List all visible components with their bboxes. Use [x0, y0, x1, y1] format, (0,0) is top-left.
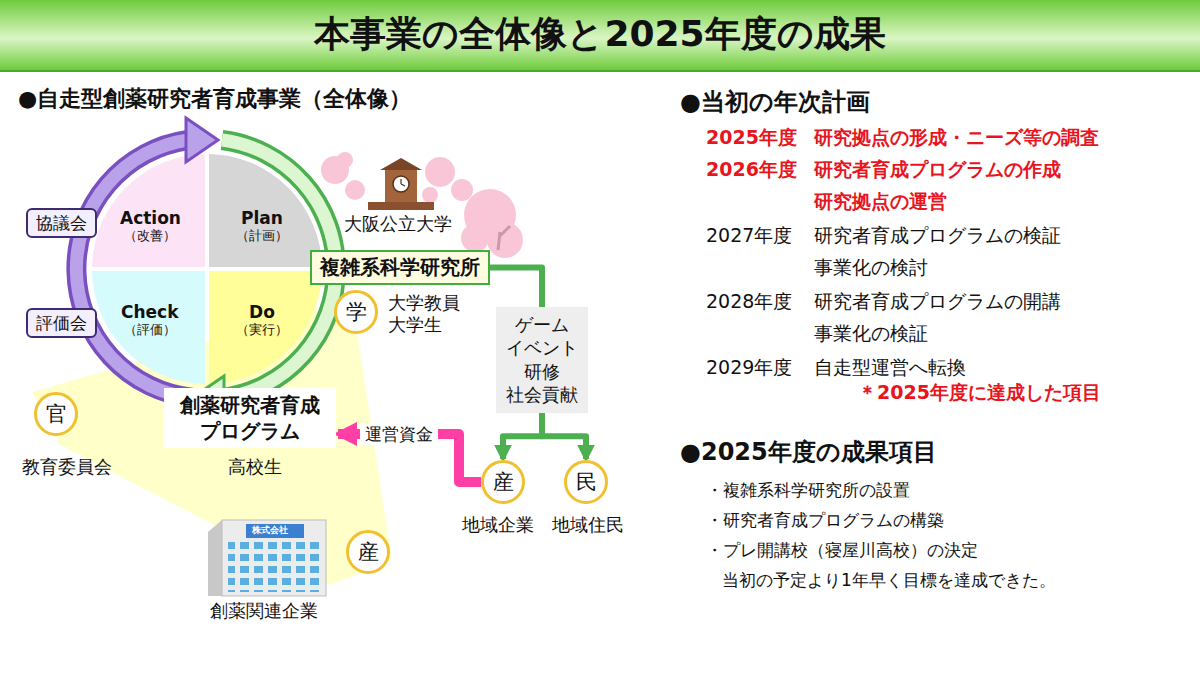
node-text: 産: [349, 533, 387, 571]
title: 本事業の全体像と2025年度の成果: [0, 11, 1200, 57]
node-text: 評価会: [36, 313, 87, 333]
node-text: Check: [121, 302, 179, 322]
label: 株式会社: [252, 525, 288, 536]
label: 2026年度: [706, 158, 797, 181]
label: 事業化の検討: [814, 256, 928, 279]
label: ・研究者育成プログラムの構築: [706, 510, 944, 530]
label: ＊2025年度に達成した項目: [858, 381, 1101, 404]
label: 当初の予定より1年早く目標を達成できた。: [722, 570, 1056, 590]
label: 自走型運営へ転換: [814, 356, 966, 379]
sector-circle: 民: [564, 460, 608, 504]
label: 2025年度: [706, 126, 797, 149]
connector: [490, 268, 542, 308]
connector: [503, 413, 542, 459]
label: 高校生: [228, 456, 282, 478]
node-text: Plan: [236, 208, 288, 228]
label: 研究拠点の形成・ニーズ等の調査: [814, 126, 1099, 149]
clock-tower: [368, 158, 434, 210]
label: ●自走型創薬研究者育成事業（全体像）: [18, 86, 411, 112]
label: 研究拠点の運営: [814, 190, 947, 213]
pdca-quadrant: Plan（計画）: [236, 208, 288, 244]
label: ・プレ開講校（寝屋川高校）の決定: [706, 540, 978, 560]
label: 大学教員 大学生: [388, 292, 470, 335]
institute-box: 複雑系科学研究所: [310, 250, 490, 285]
node-text: 産: [484, 463, 522, 501]
council-box: 協議会: [26, 208, 97, 238]
program-box: 創薬研究者育成 プログラム: [164, 388, 336, 448]
label: ・複雑系科学研究所の設置: [706, 480, 910, 500]
edge-label: 運営資金: [360, 423, 438, 445]
node-text: 創薬研究者育成 プログラム: [170, 392, 330, 444]
node-text: 学: [337, 293, 375, 331]
label: 研究者育成プログラムの作成: [814, 158, 1061, 181]
node-text: 官: [37, 395, 75, 433]
sector-circle: 学: [334, 290, 378, 334]
label: ●2025年度の成果項目: [680, 438, 937, 467]
node-text: （実行）: [236, 322, 288, 338]
pdca-quadrant: Action（改善）: [120, 208, 181, 244]
label: 大阪公立大学: [344, 213, 452, 235]
label: 2027年度: [706, 224, 792, 247]
node-text: 民: [567, 463, 605, 501]
pdca-circle: [92, 154, 322, 384]
cycle-arrow: [76, 118, 218, 398]
tree-trunk: [498, 226, 510, 250]
pdca-quadrant: Check（評価）: [121, 302, 179, 338]
label: 2029年度: [706, 356, 792, 379]
label: 研究者育成プログラムの開講: [814, 290, 1061, 313]
node-text: （評価）: [121, 322, 179, 338]
pdca-quadrant: Do（実行）: [236, 302, 288, 338]
node-text: 協議会: [36, 213, 87, 233]
node-text: （計画）: [236, 228, 288, 244]
label: 地域住民: [552, 514, 624, 536]
node-text: 複雑系科学研究所: [320, 255, 480, 280]
node-text: Action: [120, 208, 181, 228]
sector-circle: 産: [346, 530, 390, 574]
label: 教育委員会: [22, 456, 112, 478]
company-building: [208, 520, 326, 596]
sector-circle: 官: [34, 392, 78, 436]
node-text: Do: [236, 302, 288, 322]
label: ●当初の年次計画: [680, 88, 870, 117]
node-text: （改善）: [120, 228, 181, 244]
cherry-blossom: [321, 152, 523, 258]
node-text: ゲーム イベント 研修 社会貢献: [500, 313, 584, 407]
label: 研究者育成プログラムの検証: [814, 224, 1061, 247]
connector: [542, 413, 586, 459]
label: 事業化の検証: [814, 322, 928, 345]
activity-box: ゲーム イベント 研修 社会貢献: [496, 307, 588, 413]
council-box: 評価会: [26, 308, 97, 338]
label: 創薬関連企業: [210, 600, 318, 622]
label: 地域企業: [462, 514, 534, 536]
label: 2028年度: [706, 290, 792, 313]
sector-circle: 産: [481, 460, 525, 504]
